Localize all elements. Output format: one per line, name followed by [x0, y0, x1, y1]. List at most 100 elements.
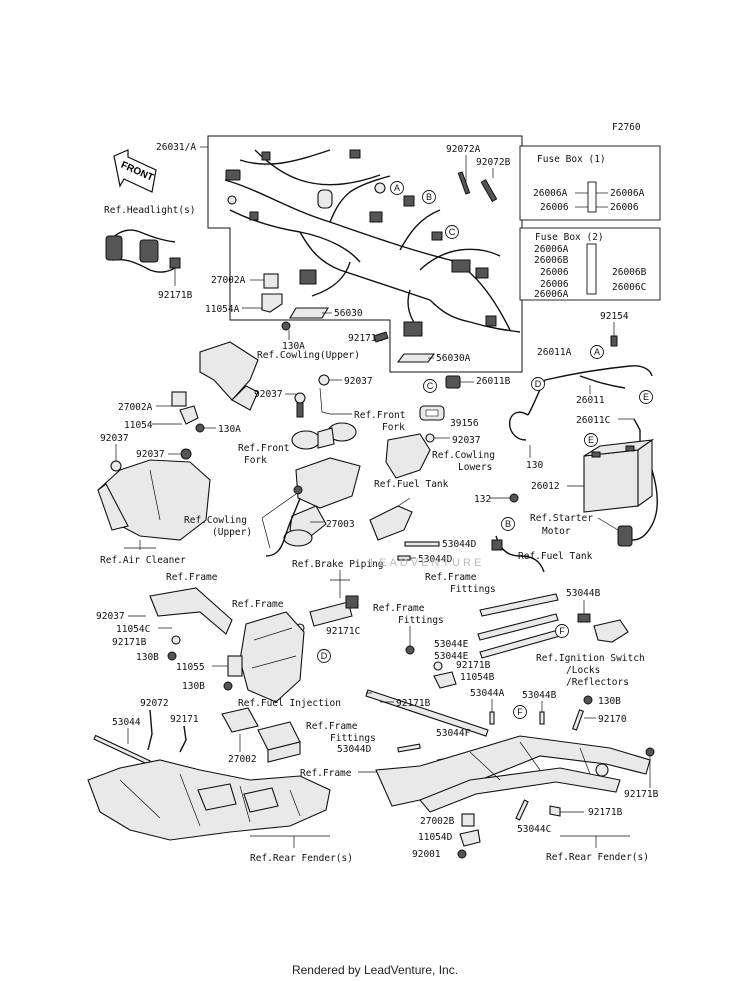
label-92072: 92072: [140, 698, 169, 709]
fuse-box-2-left-3: 26006: [540, 279, 569, 290]
ref-frame-1: Ref.Frame: [166, 572, 218, 583]
fork-clamp[interactable]: [291, 422, 357, 450]
ref-frame-fittings-3b: Fittings: [330, 733, 376, 744]
fuse-box-1-title: Fuse Box (1): [537, 154, 606, 165]
label-39156: 39156: [450, 418, 479, 429]
diagram-id: F2760: [612, 122, 641, 133]
part-27002A-mid[interactable]: [171, 391, 199, 425]
ref-frame-2: Ref.Frame: [232, 599, 284, 610]
battery[interactable]: [583, 438, 655, 513]
ref-starter-motor-a: Ref.Starter: [530, 513, 593, 524]
svg-text:C: C: [449, 227, 456, 237]
label-27002B: 27002B: [420, 816, 455, 827]
watermark: LEADVENTURE: [370, 557, 484, 569]
svg-text:C: C: [427, 381, 434, 391]
ref-fuel-tank-2: Ref.Fuel Tank: [518, 551, 593, 562]
fuse-box-1[interactable]: Fuse Box (1) 26006A 26006 26006A 26006: [519, 145, 661, 221]
callout-A-right: A: [590, 345, 604, 359]
ref-front-fork-2a: Ref.Front: [238, 443, 289, 454]
label-92170: 92170: [598, 714, 627, 725]
label-27002: 27002: [228, 754, 257, 765]
ignition-bracket[interactable]: [577, 613, 629, 643]
label-130-1: 130: [526, 460, 543, 471]
label-92037-3: 92037: [452, 435, 481, 446]
label-53044C: 53044C: [517, 824, 551, 835]
headlight-harness[interactable]: [105, 229, 181, 273]
callout-E-battery: E: [584, 433, 598, 447]
svg-text:A: A: [394, 183, 400, 193]
label-56030A: 56030A: [436, 353, 471, 364]
label-27002A-2: 27002A: [118, 402, 153, 413]
cowling-upper-harness[interactable]: [265, 457, 361, 557]
frame-cover-left[interactable]: [239, 611, 305, 703]
callout-A-top: A: [390, 181, 404, 195]
label-53044B-1: 53044B: [566, 588, 601, 599]
fuse-box-2-left-1: 26006B: [534, 255, 569, 266]
fuse-box-1-right-1: 26006: [610, 202, 639, 213]
rear-fender-body[interactable]: [87, 759, 331, 841]
ref-cowling-upper-2b: (Upper): [212, 527, 252, 538]
fuel-tank-bracket[interactable]: [369, 497, 413, 541]
label-92072B: 92072B: [476, 157, 511, 168]
label-92037-5: 92037: [96, 611, 125, 622]
label-53044F: 53044F: [436, 728, 471, 739]
ref-starter-motor-b: Motor: [542, 526, 571, 537]
fuse-box-2-right-0: 26006B: [612, 267, 647, 278]
fuse-box-1-left-1: 26006: [540, 202, 569, 213]
label-130B-2: 130B: [182, 681, 205, 692]
label-53044E-1: 53044E: [434, 639, 469, 650]
fuse-box-2-left-4: 26006A: [534, 289, 569, 300]
ref-ignition-a: Ref.Ignition Switch: [536, 653, 645, 664]
frame-bracket-left[interactable]: [149, 587, 233, 635]
label-26011A: 26011A: [537, 347, 572, 358]
label-130A-1: 130A: [282, 341, 305, 352]
label-11055: 11055: [176, 662, 205, 673]
callout-B-top: B: [422, 190, 436, 204]
ref-front-fork-1b: Fork: [382, 422, 405, 433]
part-56030A[interactable]: [396, 353, 436, 363]
label-92171B-2: 92171B: [112, 637, 147, 648]
ecu-module[interactable]: [257, 721, 301, 763]
label-26011C: 26011C: [576, 415, 610, 426]
part-27002-ecu[interactable]: [221, 707, 259, 733]
frame-fitting-long-bar[interactable]: [365, 689, 489, 737]
part-26011B[interactable]: [445, 375, 461, 389]
label-26011: 26011: [576, 395, 605, 406]
air-cleaner-housing[interactable]: [97, 459, 211, 541]
ref-cowling-lowers-a: Ref.Cowling: [432, 450, 495, 461]
fuse-box-2[interactable]: Fuse Box (2) 26006A 26006B 26006 26006 2…: [519, 227, 661, 301]
label-132: 132: [474, 494, 491, 505]
label-53044: 53044: [112, 717, 141, 728]
label-92037-2: 92037: [254, 389, 283, 400]
svg-text:F: F: [559, 626, 565, 636]
label-92171: 92171: [170, 714, 199, 725]
wiring-harness[interactable]: [224, 149, 521, 337]
label-27002A-1: 27002A: [211, 275, 246, 286]
frame-fittings-bars[interactable]: [477, 593, 561, 659]
label-92171B-6: 92171B: [588, 807, 623, 818]
label-92154: 92154: [600, 311, 629, 322]
part-39156[interactable]: [419, 405, 445, 421]
callout-D-frame: D: [317, 649, 331, 663]
svg-text:D: D: [321, 651, 328, 661]
fuse-box-2-left-0: 26006A: [534, 244, 569, 255]
fuse-box-2-left-2: 26006: [540, 267, 569, 278]
label-53044E-2: 53044E: [434, 651, 469, 662]
rear-subframe[interactable]: [375, 735, 651, 813]
cowling-lowers-bracket[interactable]: [385, 433, 431, 479]
svg-text:E: E: [588, 435, 594, 445]
callout-F-mid: F: [555, 624, 569, 638]
part-27002A-top[interactable]: [261, 273, 283, 313]
svg-text:A: A: [594, 347, 600, 357]
fuel-tank-wire[interactable]: [491, 535, 545, 573]
cowling-stay[interactable]: [199, 341, 259, 411]
svg-text:E: E: [643, 392, 649, 402]
fuse-box-1-right-0: 26006A: [610, 188, 645, 199]
label-92171B-5: 92171B: [624, 789, 659, 800]
front-arrow-icon: FRONT: [113, 149, 157, 193]
fuse-box-2-title: Fuse Box (2): [535, 232, 604, 243]
label-56030: 56030: [334, 308, 363, 319]
label-11054A: 11054A: [205, 304, 240, 315]
part-56030[interactable]: [289, 307, 329, 319]
svg-text:B: B: [505, 519, 511, 529]
